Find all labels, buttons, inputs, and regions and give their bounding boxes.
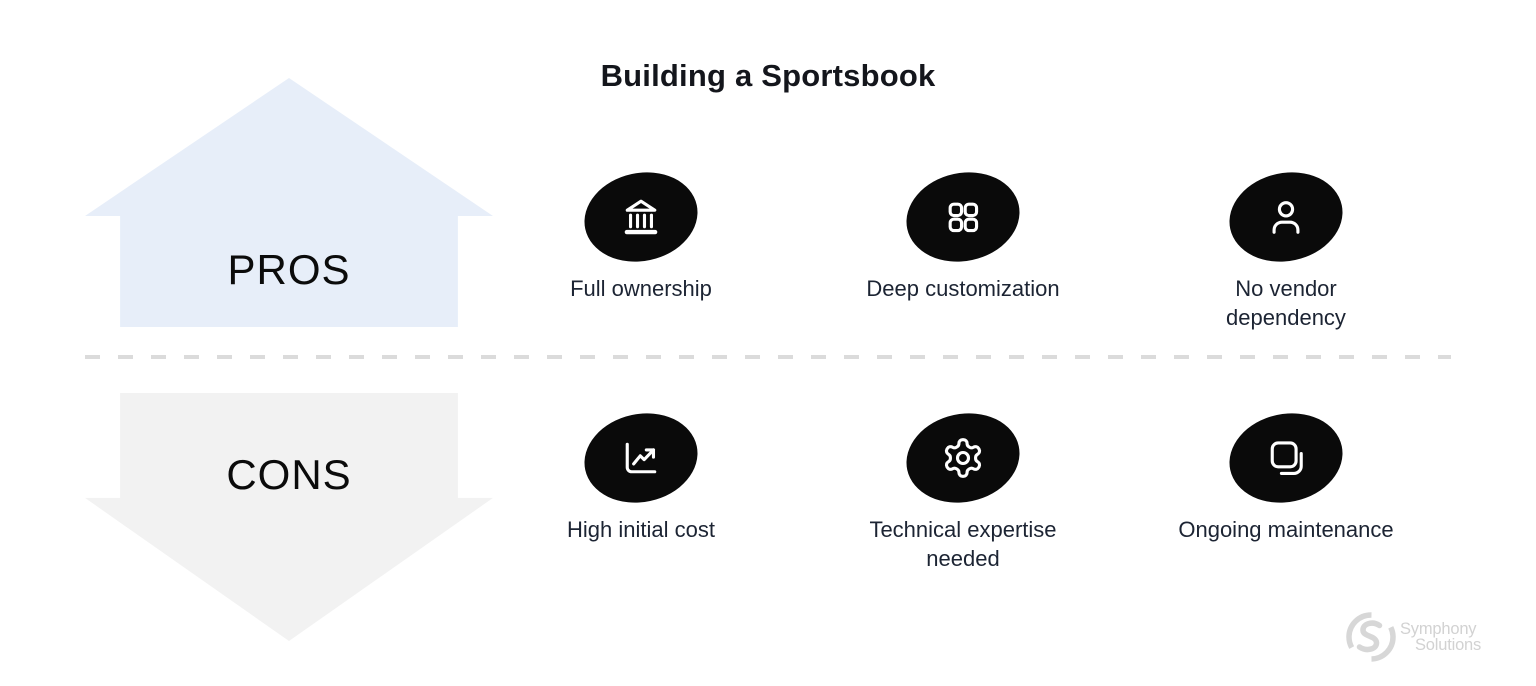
item-label: Deep customization (866, 276, 1060, 301)
pro-item-deep-customization: Deep customization (803, 162, 1123, 303)
user-icon (1264, 195, 1308, 239)
symphony-swirl-icon (1344, 610, 1398, 664)
pros-label: PROS (227, 246, 351, 293)
gear-icon (941, 436, 985, 480)
con-item-high-initial-cost: High initial cost (481, 403, 801, 544)
logo-wordmark: Symphony Solutions (1400, 620, 1482, 654)
con-item-ongoing-maintenance: Ongoing maintenance (1126, 403, 1446, 544)
cons-label: CONS (226, 451, 352, 498)
logo-line1: Symphony (1400, 620, 1477, 638)
con-item-technical-expertise: Technical expertise needed (803, 403, 1123, 573)
item-label: Full ownership (570, 276, 712, 301)
chart-increase-icon (619, 436, 663, 480)
grid-icon (941, 195, 985, 239)
logo-line2: Solutions (1415, 636, 1482, 654)
item-label: High initial cost (567, 517, 715, 542)
item-label: Ongoing maintenance (1178, 517, 1394, 542)
item-label: No vendor dependency (1226, 276, 1346, 330)
pros-cons-divider (85, 355, 1451, 359)
icon-bubble (576, 403, 706, 513)
landmark-icon (619, 195, 663, 239)
cons-arrow: CONS (85, 393, 493, 641)
icon-bubble (898, 403, 1028, 513)
icon-bubble (1221, 403, 1351, 513)
copy-icon (1264, 436, 1308, 480)
icon-bubble (576, 162, 706, 272)
pros-arrow: PROS (85, 78, 493, 327)
pro-item-full-ownership: Full ownership (481, 162, 801, 303)
page-title: Building a Sportsbook (600, 58, 936, 93)
icon-bubble (898, 162, 1028, 272)
pro-item-no-vendor-dependency: No vendor dependency (1126, 162, 1446, 332)
icon-bubble (1221, 162, 1351, 272)
symphony-solutions-logo: Symphony Solutions (1344, 610, 1481, 664)
item-label: Technical expertise needed (869, 517, 1057, 571)
